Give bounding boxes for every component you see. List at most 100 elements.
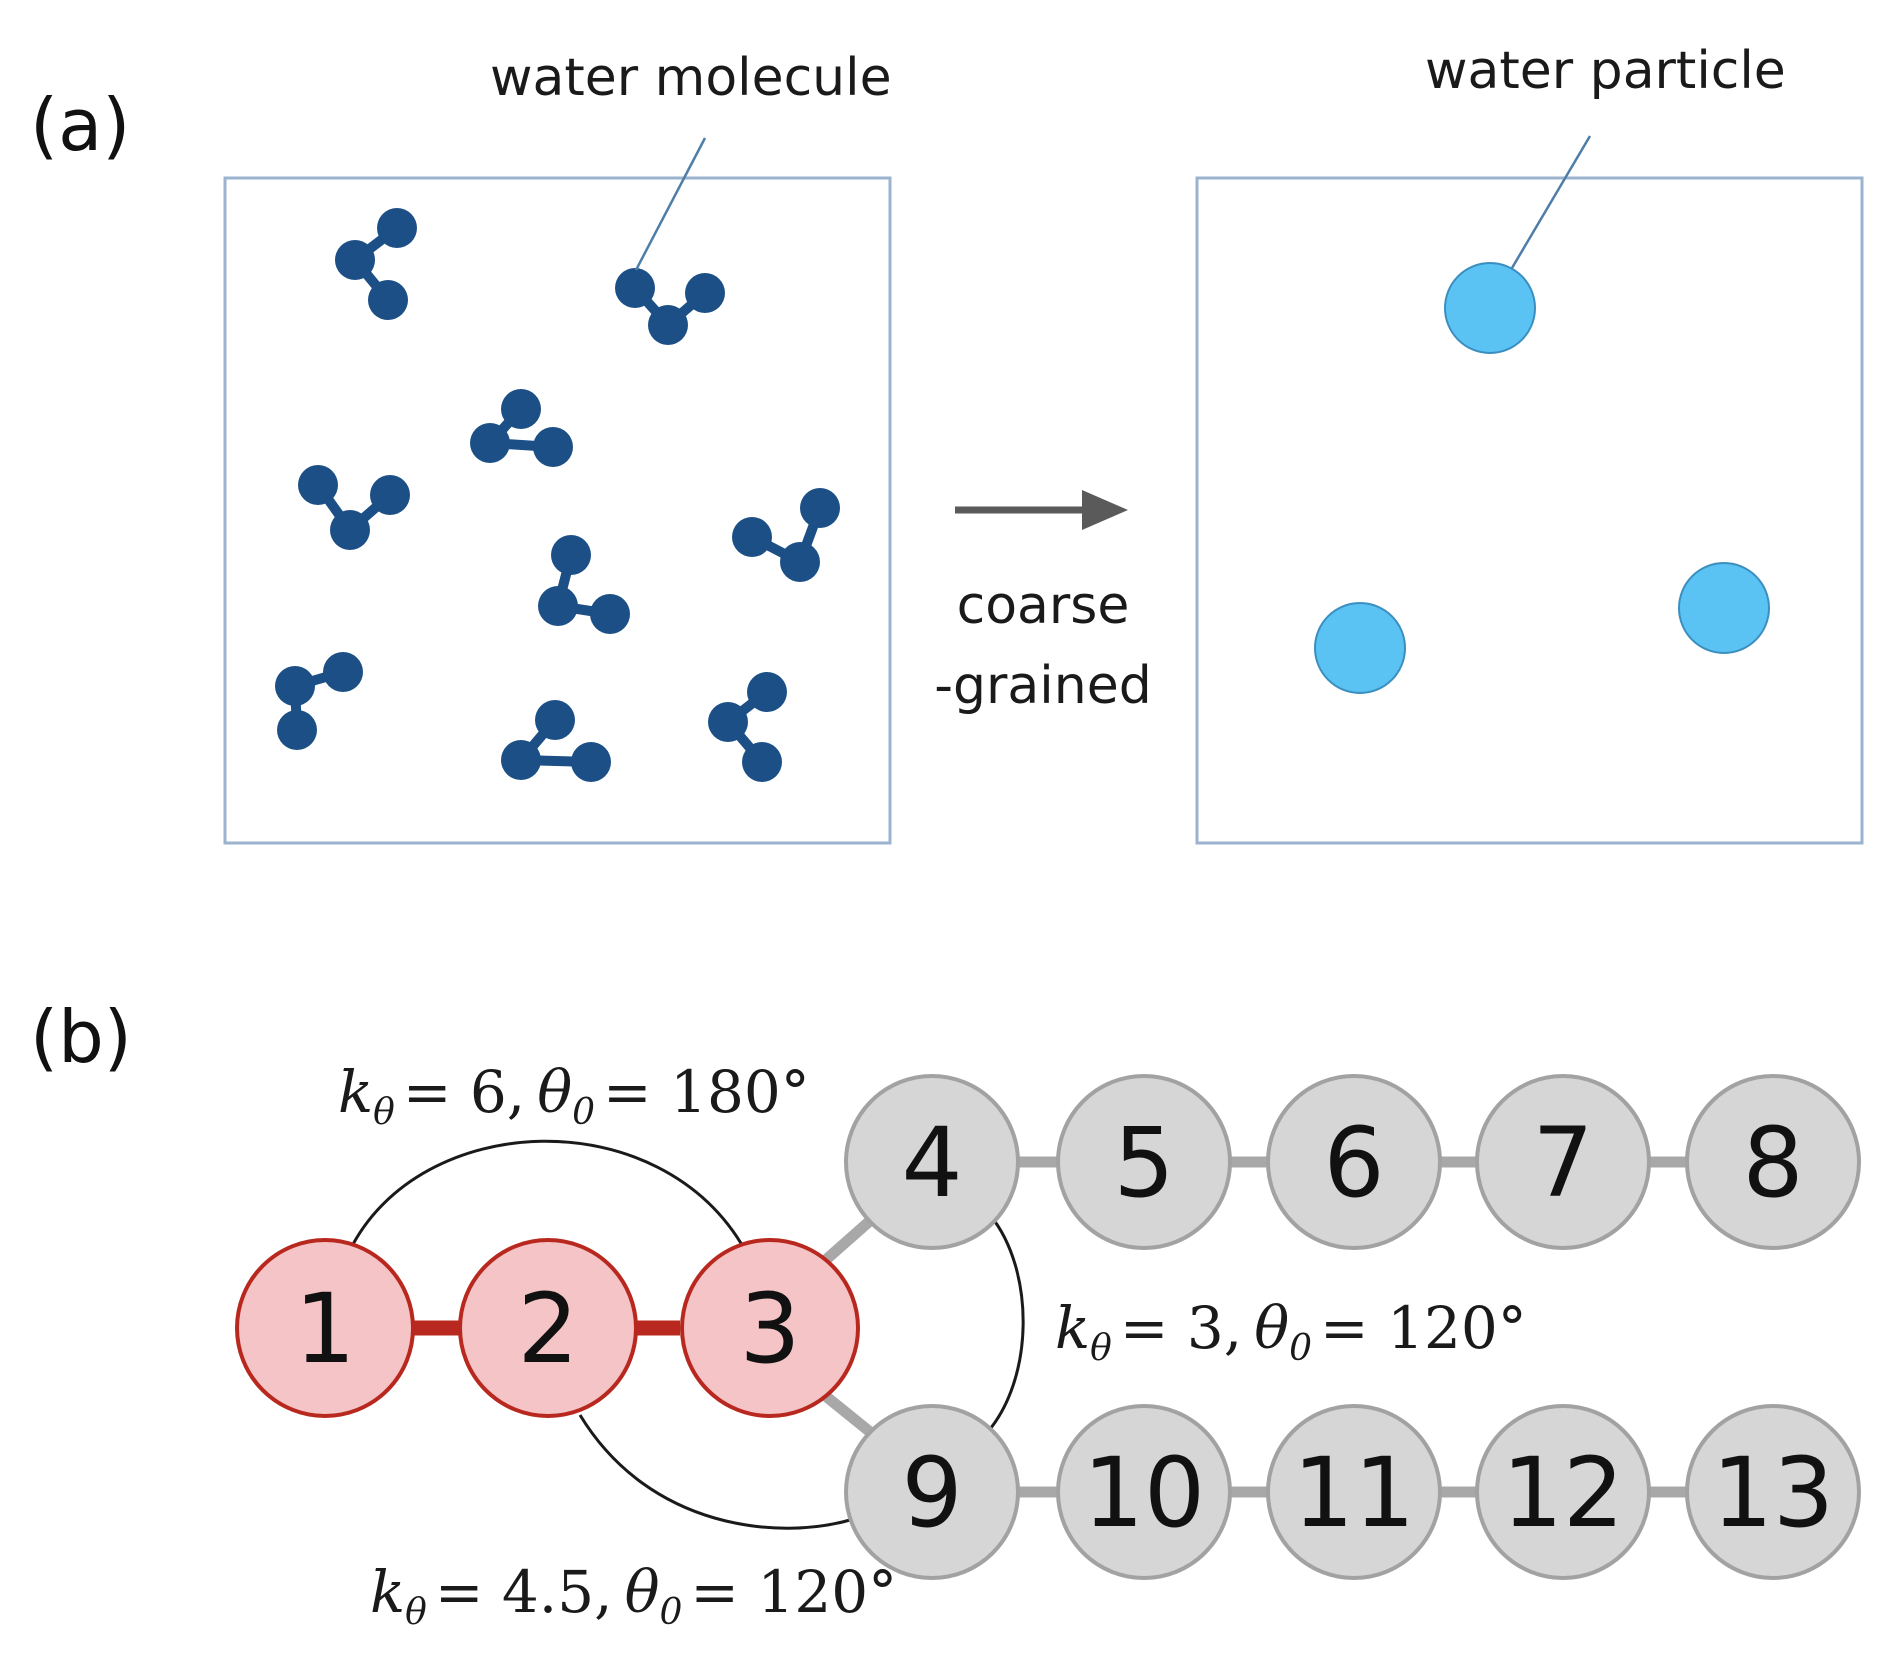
panel-b-label: (b) [30,995,132,1079]
bead-5: 5 [1056,1074,1232,1250]
water-molecule [708,672,787,782]
bead-2: 2 [458,1238,638,1418]
bead-7: 7 [1475,1074,1651,1250]
bead-circle [1475,1074,1651,1250]
molecule-atom [732,517,772,557]
water-molecule [732,488,840,582]
bead-label: 8 [1742,1107,1803,1219]
atomistic-box [223,176,892,845]
water-particle [1314,602,1406,694]
bead-circle [235,1238,415,1418]
water-molecule [298,465,410,550]
panel-b: (b) 1 2 [30,995,1861,1633]
bead-8: 8 [1685,1074,1861,1250]
water-molecule [335,208,417,320]
bead-circle [1266,1074,1442,1250]
molecule-atom [780,542,820,582]
molecule-atom [277,710,317,750]
bead-circle [1056,1404,1232,1580]
bead-label: 2 [517,1273,578,1385]
coarse-grain-arrow-head [1082,490,1128,530]
bead-circle [844,1074,1020,1250]
molecule-atom [538,586,578,626]
molecule-atom [590,594,630,634]
bead-label: 5 [1113,1107,1174,1219]
bead-12: 12 [1475,1404,1651,1580]
water-molecule-callout: water molecule [490,48,892,108]
bead-label: 10 [1083,1437,1205,1549]
panel-a-label: (a) [30,83,130,167]
bead-4: 4 [844,1074,1020,1250]
molecule-atom [571,742,611,782]
water-particle [1678,562,1770,654]
angle-equation-top: kθ= 6,θ0= 180° [338,1058,810,1133]
molecule-atom [298,465,338,505]
bead-10: 10 [1056,1404,1232,1580]
molecule-atom [377,208,417,248]
molecule-atom [335,240,375,280]
coarse-grained-box [1195,176,1864,845]
bead-label: 11 [1293,1437,1415,1549]
bead-circle [844,1404,1020,1580]
molecule-atom [800,488,840,528]
molecule-atom [747,672,787,712]
molecule-atom [533,427,573,467]
bead-6: 6 [1266,1074,1442,1250]
angle-equation-right: kθ= 3,θ0= 120° [1055,1294,1527,1369]
bead-label: 12 [1502,1437,1624,1549]
water-particle [1444,262,1536,354]
water-molecule [615,268,725,345]
water-particle-leader-line [1510,135,1592,269]
bead-circle [1475,1404,1651,1580]
molecule-atom [615,268,655,308]
bead-9: 9 [844,1404,1020,1580]
molecule-atom [323,652,363,692]
water-molecule [538,535,630,634]
molecule-atom [370,475,410,515]
water-molecule [470,389,573,467]
bead-circle [458,1238,638,1418]
angle-arc-4-3-9 [983,1214,1025,1437]
bead-13: 13 [1685,1404,1861,1580]
molecule-atom [501,740,541,780]
molecule-atom [330,510,370,550]
molecule-atom [501,389,541,429]
angle-arc-2-3-9 [578,1414,851,1530]
molecule-atom [275,666,315,706]
molecule-atom [470,423,510,463]
arrow-label-line1: coarse [957,576,1130,636]
bead-11: 11 [1266,1404,1442,1580]
arrow-label-line2: -grained [934,656,1151,716]
water-molecules-group [275,208,840,782]
upper-chain: 4 5 6 7 8 [844,1074,1861,1250]
bead-circle [1685,1074,1861,1250]
bead-label: 7 [1532,1107,1593,1219]
bead-circle [1266,1404,1442,1580]
molecule-atom [535,700,575,740]
water-particle-callout: water particle [1425,41,1786,101]
water-molecule-leader-line [634,137,707,271]
bead-label: 6 [1323,1107,1384,1219]
bead-label: 9 [901,1437,962,1549]
molecule-atom [742,742,782,782]
bead-circle [680,1238,860,1418]
bead-label: 3 [739,1273,800,1385]
bead-label: 13 [1712,1437,1834,1549]
molecule-atom [551,535,591,575]
bead-3: 3 [680,1238,860,1418]
angle-arc-1-2-3 [348,1139,747,1251]
lower-chain: 9 10 11 12 13 [844,1404,1861,1580]
molecule-atom [708,702,748,742]
water-molecule [275,652,363,750]
bead-label: 1 [294,1273,355,1385]
molecule-atom [685,273,725,313]
bead-label: 4 [901,1107,962,1219]
panel-a: (a) water molecule coarse -grained water… [30,41,1864,845]
water-molecule [501,700,611,782]
bead-1: 1 [235,1238,415,1418]
angle-equation-bottom: kθ= 4.5,θ0= 120° [370,1558,897,1633]
bead-circle [1056,1074,1232,1250]
molecule-atom [368,280,408,320]
molecule-atom [648,305,688,345]
